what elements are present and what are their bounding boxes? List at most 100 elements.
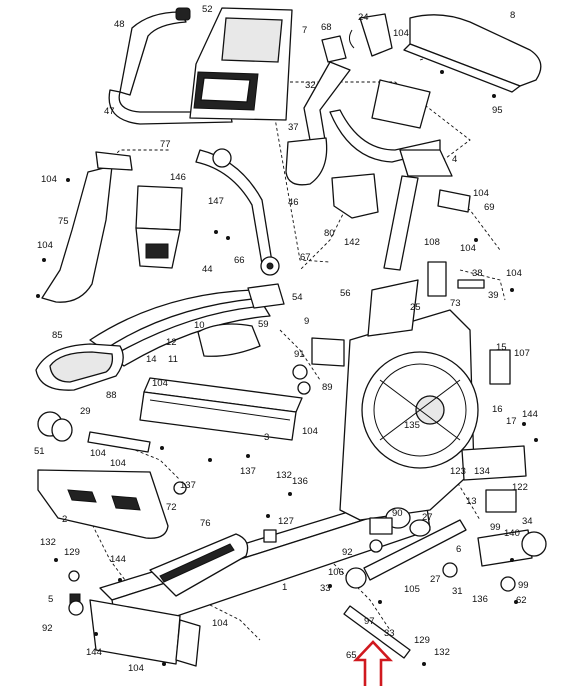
part-callout: 85 xyxy=(52,330,63,341)
part-callout: 32 xyxy=(305,80,316,91)
part-callout: 92 xyxy=(42,623,53,634)
part-callout: 9 xyxy=(304,316,309,327)
highlight-arrow xyxy=(352,640,394,686)
part-callout: 44 xyxy=(202,264,213,275)
part-callout: 104 xyxy=(41,174,57,185)
part-callout: 59 xyxy=(258,319,269,330)
part-callout: 99 xyxy=(518,580,529,591)
part-callout: 3 xyxy=(264,432,269,443)
part-callout: 12 xyxy=(166,337,177,348)
part-callout: 54 xyxy=(292,292,303,303)
part-callout: 132 xyxy=(276,470,292,481)
fasteners xyxy=(36,70,538,666)
axle-97 xyxy=(343,567,411,659)
part-callout: 92 xyxy=(342,547,353,558)
part-callout: 6 xyxy=(456,544,461,555)
part-callout: 146 xyxy=(170,172,186,183)
part-callout: 144 xyxy=(110,554,126,565)
part-callout: 104 xyxy=(128,663,144,674)
part-callout: 90 xyxy=(392,508,403,519)
part-callout: 46 xyxy=(288,197,299,208)
cover-37 xyxy=(285,137,379,219)
part-callout: 14 xyxy=(146,354,157,365)
part-callout: 68 xyxy=(321,22,332,33)
part-callout: 132 xyxy=(40,537,56,548)
part-callout: 1 xyxy=(282,582,287,593)
part-callout: 27 xyxy=(422,512,433,523)
part-callout: 33 xyxy=(384,628,395,639)
part-callout: 15 xyxy=(496,342,507,353)
part-callout: 104 xyxy=(212,618,228,629)
part-callout: 135 xyxy=(404,420,420,431)
part-callout: 76 xyxy=(200,518,211,529)
part-callout: 10 xyxy=(194,320,205,331)
part-callout: 8 xyxy=(510,10,515,21)
part-callout: 140 xyxy=(504,528,520,539)
part-callout: 104 xyxy=(393,28,409,39)
part-callout: 122 xyxy=(512,482,528,493)
part-callout: 91 xyxy=(294,349,305,360)
part-callout: 16 xyxy=(492,404,503,415)
part-callout: 108 xyxy=(424,237,440,248)
part-callout: 88 xyxy=(106,390,117,401)
cover-146 xyxy=(135,185,183,269)
part-callout: 99 xyxy=(490,522,501,533)
part-callout: 95 xyxy=(492,105,503,116)
ramp-76 xyxy=(149,533,249,597)
part-callout: 129 xyxy=(64,547,80,558)
part-callout: 134 xyxy=(474,466,490,477)
part-callout: 104 xyxy=(506,268,522,279)
part-callout: 56 xyxy=(340,288,351,299)
arm-75 xyxy=(41,151,133,303)
part-callout: 105 xyxy=(404,584,420,595)
pedal-85 xyxy=(35,343,124,391)
part-callout: 27 xyxy=(430,574,441,585)
part-callout: 73 xyxy=(450,298,461,309)
part-callout: 38 xyxy=(472,268,483,279)
part-callout: 123 xyxy=(450,466,466,477)
part-callout: 11 xyxy=(168,354,178,365)
part-callout: 29 xyxy=(80,406,91,417)
part-callout: 137 xyxy=(180,480,196,491)
part-callout: 77 xyxy=(160,139,171,150)
part-callout: 136 xyxy=(472,594,488,605)
part-callout: 69 xyxy=(484,202,495,213)
part-callout: 89 xyxy=(322,382,333,393)
link-arm-44 xyxy=(89,283,285,367)
part-callout: 67 xyxy=(300,252,311,263)
part-callout: 13 xyxy=(466,496,477,507)
part-callout: 142 xyxy=(344,237,360,248)
housing-73 xyxy=(339,279,479,521)
rod-29 xyxy=(37,411,151,453)
rail-3 xyxy=(139,377,303,441)
stabilizer-13 xyxy=(461,445,547,567)
part-callout: 37 xyxy=(288,122,299,133)
part-callout: 104 xyxy=(110,458,126,469)
part-callout: 104 xyxy=(90,448,106,459)
part-callout: 127 xyxy=(278,516,294,527)
part-callout: 52 xyxy=(202,4,213,15)
part-callout: 137 xyxy=(240,466,256,477)
part-callout: 2 xyxy=(62,514,67,525)
crank-10 xyxy=(197,323,345,367)
handle-assembly xyxy=(303,13,393,141)
part-callout: 144 xyxy=(522,409,538,420)
part-callout: 5 xyxy=(48,594,53,605)
part-callout: 34 xyxy=(522,516,533,527)
part-callout: 66 xyxy=(234,255,245,266)
pivot-frame-4 xyxy=(329,79,471,271)
part-callout: 147 xyxy=(208,196,224,207)
console-7 xyxy=(189,7,293,121)
part-callout: 24 xyxy=(358,12,369,23)
part-callout: 31 xyxy=(452,586,463,597)
part-callout: 97 xyxy=(364,616,375,627)
part-callout: 47 xyxy=(104,106,115,117)
part-callout: 72 xyxy=(166,502,177,513)
part-callout: 104 xyxy=(460,243,476,254)
part-callout: 106 xyxy=(328,567,344,578)
part-callout: 129 xyxy=(414,635,430,646)
part-callout: 4 xyxy=(452,154,457,165)
part-callout: 51 xyxy=(34,446,45,457)
part-callout: 132 xyxy=(434,647,450,658)
part-callout: 62 xyxy=(516,595,527,606)
